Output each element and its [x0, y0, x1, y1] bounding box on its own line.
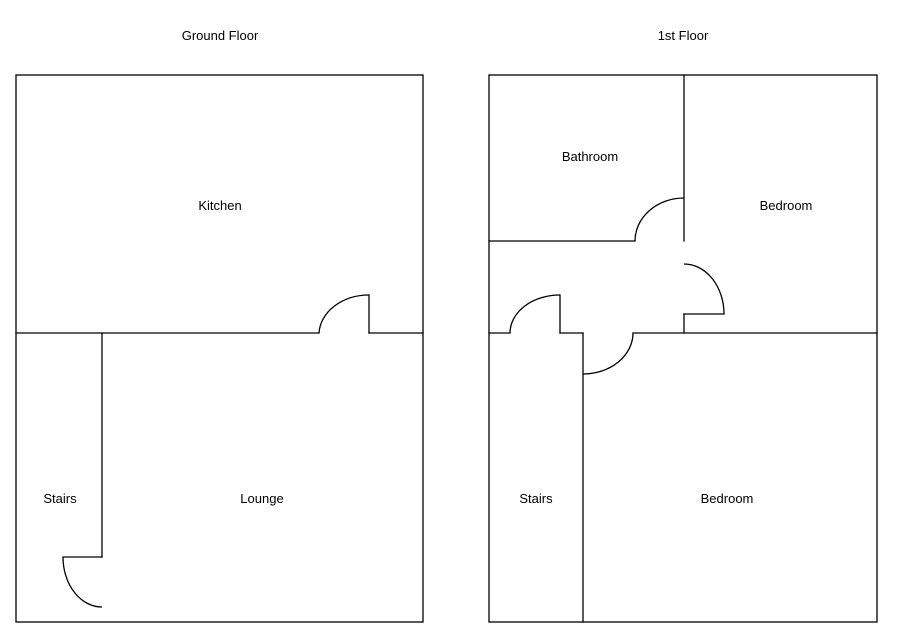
room-label-bedroom-small: Bedroom — [760, 198, 813, 213]
ground-kitchen-door-swing — [318, 294, 370, 334]
room-label-ground-stairs: Stairs — [43, 491, 77, 506]
first-bathroom-door-swing — [634, 197, 685, 242]
ground-floor-plan: Ground Floor Kitchen Stairs Lounge — [15, 28, 424, 623]
ground-floor-title: Ground Floor — [182, 28, 259, 43]
room-label-kitchen: Kitchen — [198, 198, 241, 213]
room-label-lounge: Lounge — [240, 491, 283, 506]
room-label-bedroom-large: Bedroom — [701, 491, 754, 506]
ground-floor-outline — [15, 74, 424, 623]
first-stairs-door-swing — [509, 294, 561, 334]
first-bedroom-large-door-swing — [582, 332, 634, 375]
room-label-bathroom: Bathroom — [562, 149, 618, 164]
ground-stairs-door-swing — [62, 556, 103, 608]
first-floor-title: 1st Floor — [658, 28, 709, 43]
first-floor-outline — [488, 74, 878, 623]
first-floor-plan: 1st Floor Bathroom Bedroom Stairs Bedroo… — [488, 28, 878, 623]
first-bedroom-small-door-swing — [683, 263, 725, 315]
room-label-first-stairs: Stairs — [519, 491, 553, 506]
